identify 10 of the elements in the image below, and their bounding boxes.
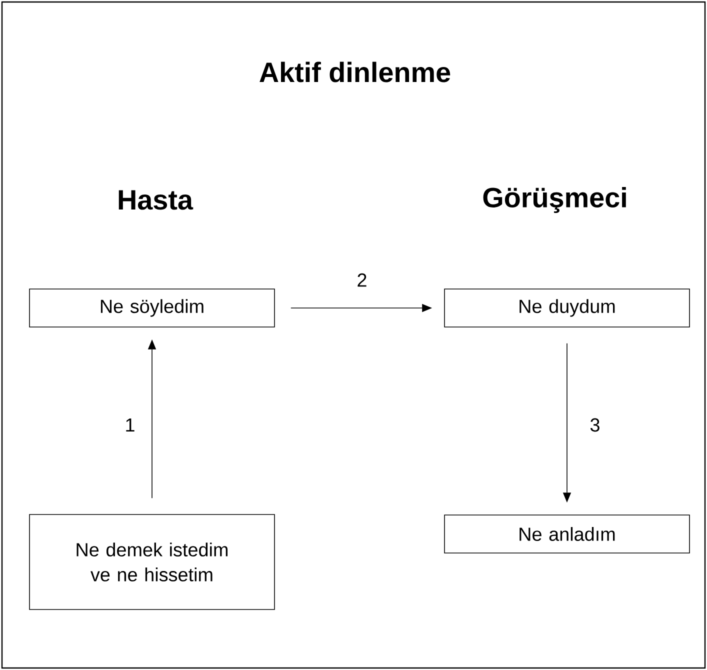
process-box: Ne anladım	[444, 514, 690, 554]
column-heading: Hasta	[118, 190, 194, 210]
edge-label: 1	[126, 418, 134, 432]
title: Aktif dinlenme	[260, 62, 450, 82]
column-heading: Görüşmeci	[483, 187, 626, 213]
process-box: Ne demek istedim ve ne hissetim	[29, 514, 275, 610]
edge-label: 2	[358, 273, 366, 287]
process-box: Ne duydum	[444, 288, 690, 328]
process-box: Ne söyledim	[29, 288, 275, 328]
edge-label: 3	[590, 418, 600, 432]
